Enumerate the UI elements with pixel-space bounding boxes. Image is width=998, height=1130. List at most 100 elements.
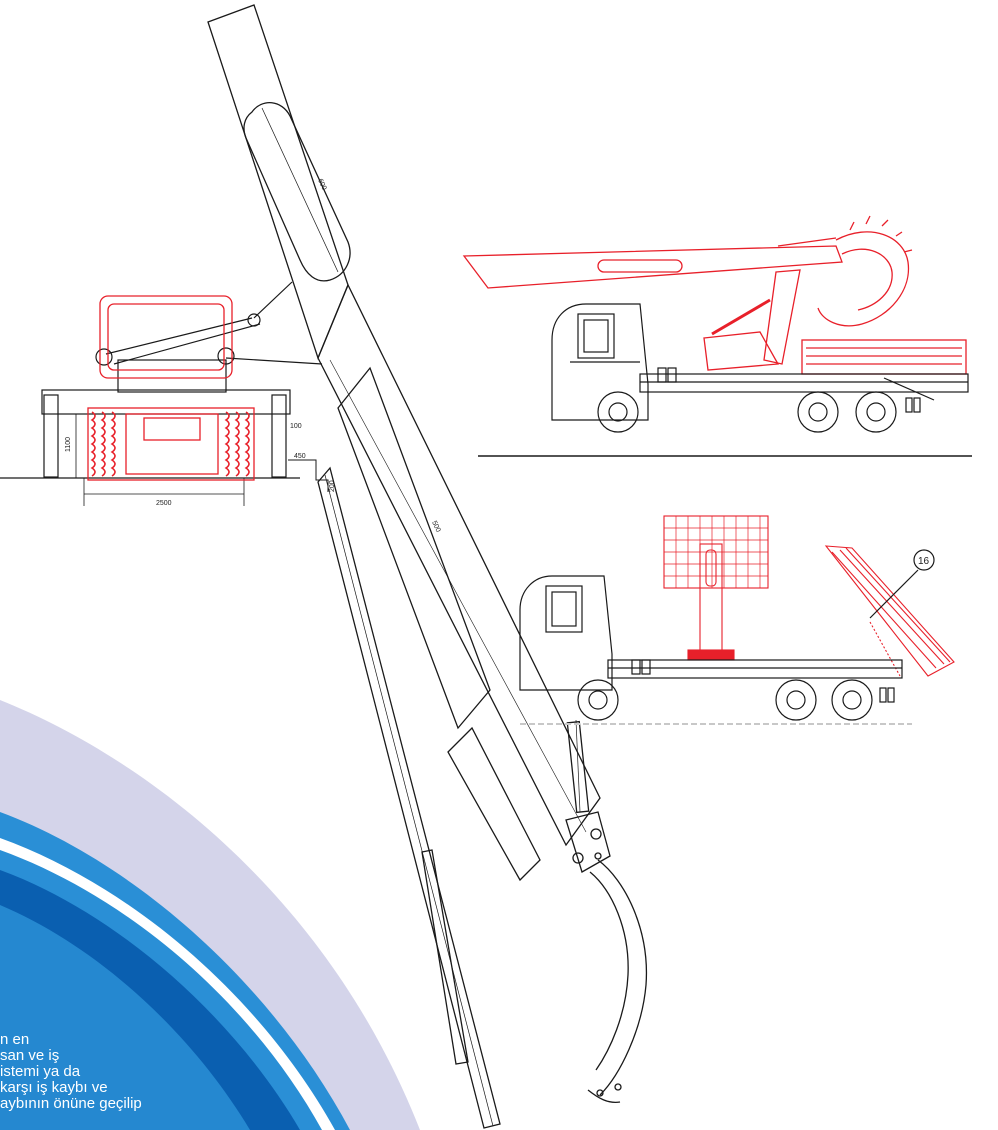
rear-crane-arm-1 xyxy=(105,317,253,355)
side1-mast xyxy=(763,269,801,365)
side1-wheel-rear-1 xyxy=(797,391,839,433)
grapple-claw xyxy=(597,859,648,1096)
side1-step-2 xyxy=(913,397,921,413)
boom-lower-plate xyxy=(317,466,501,1129)
rear-red-wheels xyxy=(90,411,250,477)
side1-grapple xyxy=(817,231,910,327)
boom-sleeve-2 xyxy=(447,726,541,882)
grapple-claw-inner xyxy=(589,871,629,1071)
side2-cab-window xyxy=(545,585,583,633)
grapple-pin-1 xyxy=(590,828,602,840)
side2-cab xyxy=(519,575,613,691)
truck-rear-view xyxy=(0,281,329,506)
side2-wheel-rear-1-hub xyxy=(786,690,806,710)
body-text-line-4: karşı iş kaybı ve xyxy=(0,1079,108,1096)
dim-label-height: 1100 xyxy=(65,437,72,452)
side2-bed-line-3 xyxy=(845,547,951,663)
side1-wheel-rear-2 xyxy=(855,391,897,433)
rear-pivot-top xyxy=(247,313,261,327)
rear-red-cab-body xyxy=(99,295,233,379)
rear-frame-outer xyxy=(41,389,291,415)
grapple-claw-tip xyxy=(587,1089,621,1104)
rear-crane-arm-2 xyxy=(113,323,261,365)
side1-wheel-front-hub xyxy=(608,402,628,422)
side2-tilted-bed xyxy=(824,545,955,677)
side1-base xyxy=(703,331,780,371)
body-text-line-2: san ve iş xyxy=(0,1047,60,1064)
grapple-head xyxy=(565,811,611,873)
side2-chassis xyxy=(607,659,903,679)
grapple-arm-line xyxy=(575,719,581,813)
body-text-line-3: istemi ya da xyxy=(0,1063,81,1080)
boom-upper-slot-inner xyxy=(261,107,339,273)
side1-wheel-front xyxy=(597,391,639,433)
side1-boom-slot xyxy=(597,259,683,273)
decorative-waves xyxy=(0,700,420,1130)
grapple-pin-2 xyxy=(572,852,584,864)
grapple-arm xyxy=(566,720,590,814)
side1-grapple-inner xyxy=(841,248,893,311)
side2-mast xyxy=(699,543,723,655)
boom-main-inner xyxy=(329,359,587,833)
grapple-pin-3 xyxy=(594,852,602,860)
side1-tank-2 xyxy=(667,367,677,383)
side2-cab-window-inner xyxy=(551,591,577,627)
boom-sleeve-1 xyxy=(337,366,491,730)
rear-red-body xyxy=(87,407,255,481)
side1-cab-window xyxy=(577,313,615,359)
dim-label-offset: 450 xyxy=(294,453,306,460)
boom-upper-section xyxy=(207,4,349,360)
boom-main-section xyxy=(317,283,601,847)
side2-mast-inner xyxy=(705,549,717,587)
offset-step xyxy=(288,459,329,492)
side2-step-2 xyxy=(887,687,895,703)
side2-wheel-front-hub xyxy=(588,690,608,710)
side2-step-1 xyxy=(879,687,887,703)
side1-chassis xyxy=(639,373,969,393)
wave-mid-2 xyxy=(0,905,250,1130)
rear-right-outrigger xyxy=(271,394,287,478)
rear-red-center xyxy=(143,417,201,441)
side1-bed xyxy=(801,339,967,375)
side1-cab-window-inner xyxy=(583,319,609,353)
side1-boom xyxy=(462,245,843,289)
callout-leader xyxy=(869,569,919,619)
boom-lower-plate-edge xyxy=(324,474,494,1127)
side1-step-1 xyxy=(905,397,913,413)
grapple xyxy=(565,719,648,1104)
grapple-tip-pin-2 xyxy=(614,1083,622,1091)
side1-grapple-teeth xyxy=(849,215,913,253)
side2-tank-1 xyxy=(631,659,641,675)
side2-wheel-rear-2 xyxy=(831,679,873,721)
rear-pivot-mid xyxy=(217,347,235,365)
side2-bed-line-1 xyxy=(831,551,937,669)
rear-center-block xyxy=(117,359,227,393)
side1-cab xyxy=(551,303,649,421)
side2-tank-2 xyxy=(641,659,651,675)
dim-label-side: 100 xyxy=(290,423,302,430)
rear-red-cab-inner xyxy=(107,303,225,371)
rear-left-outrigger xyxy=(43,394,59,478)
boom-upper-slot xyxy=(243,102,351,282)
side2-wheel-rear-1 xyxy=(775,679,817,721)
truck-side-view-2 xyxy=(519,515,955,725)
side2-wheel-rear-2-hub xyxy=(842,690,862,710)
dim-label-boom-upper: 600 xyxy=(316,178,327,192)
body-text: n en san ve iş istemi ya da karşı iş kay… xyxy=(0,1032,330,1112)
side2-basket-grid xyxy=(664,516,768,588)
side1-cylinder xyxy=(711,298,771,336)
dim-label-boom-lower: 500 xyxy=(430,520,441,534)
boom-lower-leg xyxy=(421,849,469,1065)
side2-bed-line-2 xyxy=(839,549,945,665)
side1-wheel-rear-2-hub xyxy=(866,402,886,422)
dim-label-width: 2500 xyxy=(156,500,172,507)
truck-side-view-1 xyxy=(462,215,972,457)
dim-label-step: 200 xyxy=(329,480,336,492)
side2-wheel-front xyxy=(577,679,619,721)
body-text-line-5: aybının önüne geçilip xyxy=(0,1095,142,1112)
rear-link-to-boom-2 xyxy=(225,357,323,365)
callout-circle xyxy=(913,549,935,571)
side1-tank-1 xyxy=(657,367,667,383)
rear-link-to-boom-1 xyxy=(253,281,293,319)
